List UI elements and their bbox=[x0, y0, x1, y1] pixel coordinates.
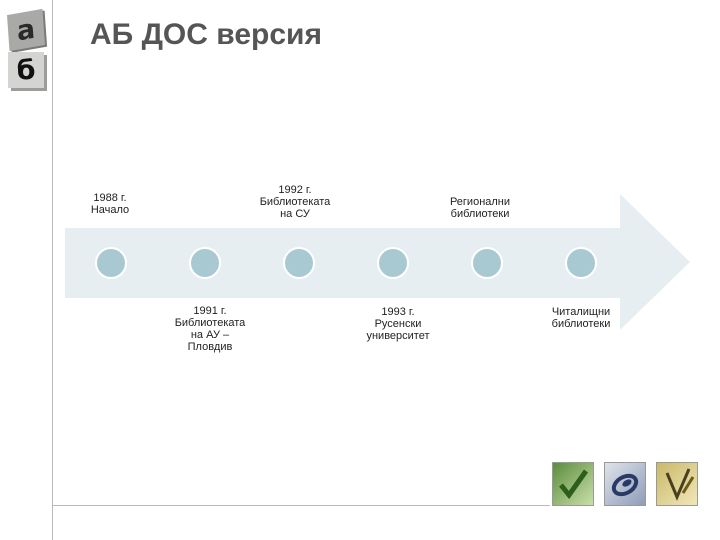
label-regional: Регионални библиотеки bbox=[449, 196, 511, 220]
timeline-node-2 bbox=[189, 247, 221, 279]
timeline-node-4 bbox=[377, 247, 409, 279]
logo-letter-b: б bbox=[16, 54, 36, 86]
timeline-node-3 bbox=[283, 247, 315, 279]
bottom-rule bbox=[52, 505, 550, 506]
label-1991: 1991 г. Библиотеката на АУ – Пловдив bbox=[174, 305, 246, 353]
label-community: Читалищни библиотеки bbox=[551, 306, 611, 330]
slide-title: АБ ДОС версия bbox=[90, 18, 322, 51]
checkmark-icon bbox=[552, 462, 594, 506]
label-1992: 1992 г. Библиотеката на СУ bbox=[259, 184, 331, 220]
label-1988: 1988 г. Начало bbox=[90, 192, 130, 216]
timeline-node-1 bbox=[95, 247, 127, 279]
vertical-rule bbox=[52, 0, 53, 540]
logo-cube-b: б bbox=[8, 52, 44, 88]
timeline-node-5 bbox=[471, 247, 503, 279]
label-1993: 1993 г. Русенски университет bbox=[366, 306, 430, 342]
pen-icon bbox=[656, 462, 698, 506]
timeline-node-6 bbox=[565, 247, 597, 279]
spiral-icon bbox=[604, 462, 646, 506]
